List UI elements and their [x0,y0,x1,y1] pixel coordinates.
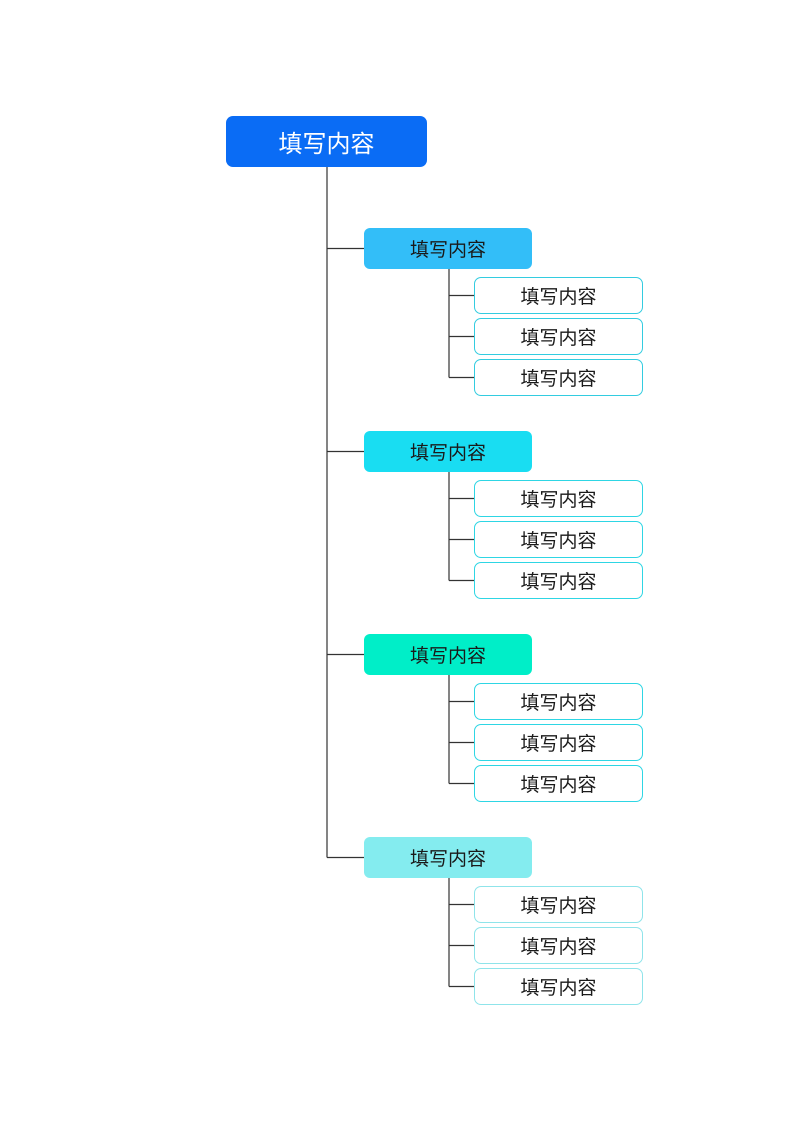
branch-node-label: 填写内容 [409,442,486,464]
leaf-node-3-1: 填写内容 [474,683,643,720]
leaf-node-4-1: 填写内容 [474,886,643,923]
leaf-node-label: 填写内容 [520,327,597,349]
root-node: 填写内容 [226,116,427,167]
leaf-node-3-3: 填写内容 [474,765,643,802]
branch-node-4: 填写内容 [364,837,532,878]
leaf-node-label: 填写内容 [520,936,597,958]
leaf-node-3-2: 填写内容 [474,724,643,761]
branch-node-2: 填写内容 [364,431,532,472]
leaf-node-1-1: 填写内容 [474,277,643,314]
leaf-node-4-3: 填写内容 [474,968,643,1005]
branch-node-label: 填写内容 [409,645,486,667]
leaf-node-1-2: 填写内容 [474,318,643,355]
leaf-node-label: 填写内容 [520,692,597,714]
leaf-node-label: 填写内容 [520,530,597,552]
leaf-node-label: 填写内容 [520,774,597,796]
leaf-node-label: 填写内容 [520,733,597,755]
leaf-node-label: 填写内容 [520,571,597,593]
leaf-node-label: 填写内容 [520,895,597,917]
leaf-node-2-2: 填写内容 [474,521,643,558]
root-node-label: 填写内容 [278,130,375,158]
branch-node-label: 填写内容 [409,848,486,870]
leaf-node-label: 填写内容 [520,489,597,511]
leaf-node-2-1: 填写内容 [474,480,643,517]
leaf-node-4-2: 填写内容 [474,927,643,964]
leaf-node-label: 填写内容 [520,977,597,999]
leaf-node-label: 填写内容 [520,286,597,308]
branch-node-3: 填写内容 [364,634,532,675]
branch-node-1: 填写内容 [364,228,532,269]
branch-node-label: 填写内容 [409,239,486,261]
leaf-node-label: 填写内容 [520,368,597,390]
leaf-node-1-3: 填写内容 [474,359,643,396]
leaf-node-2-3: 填写内容 [474,562,643,599]
